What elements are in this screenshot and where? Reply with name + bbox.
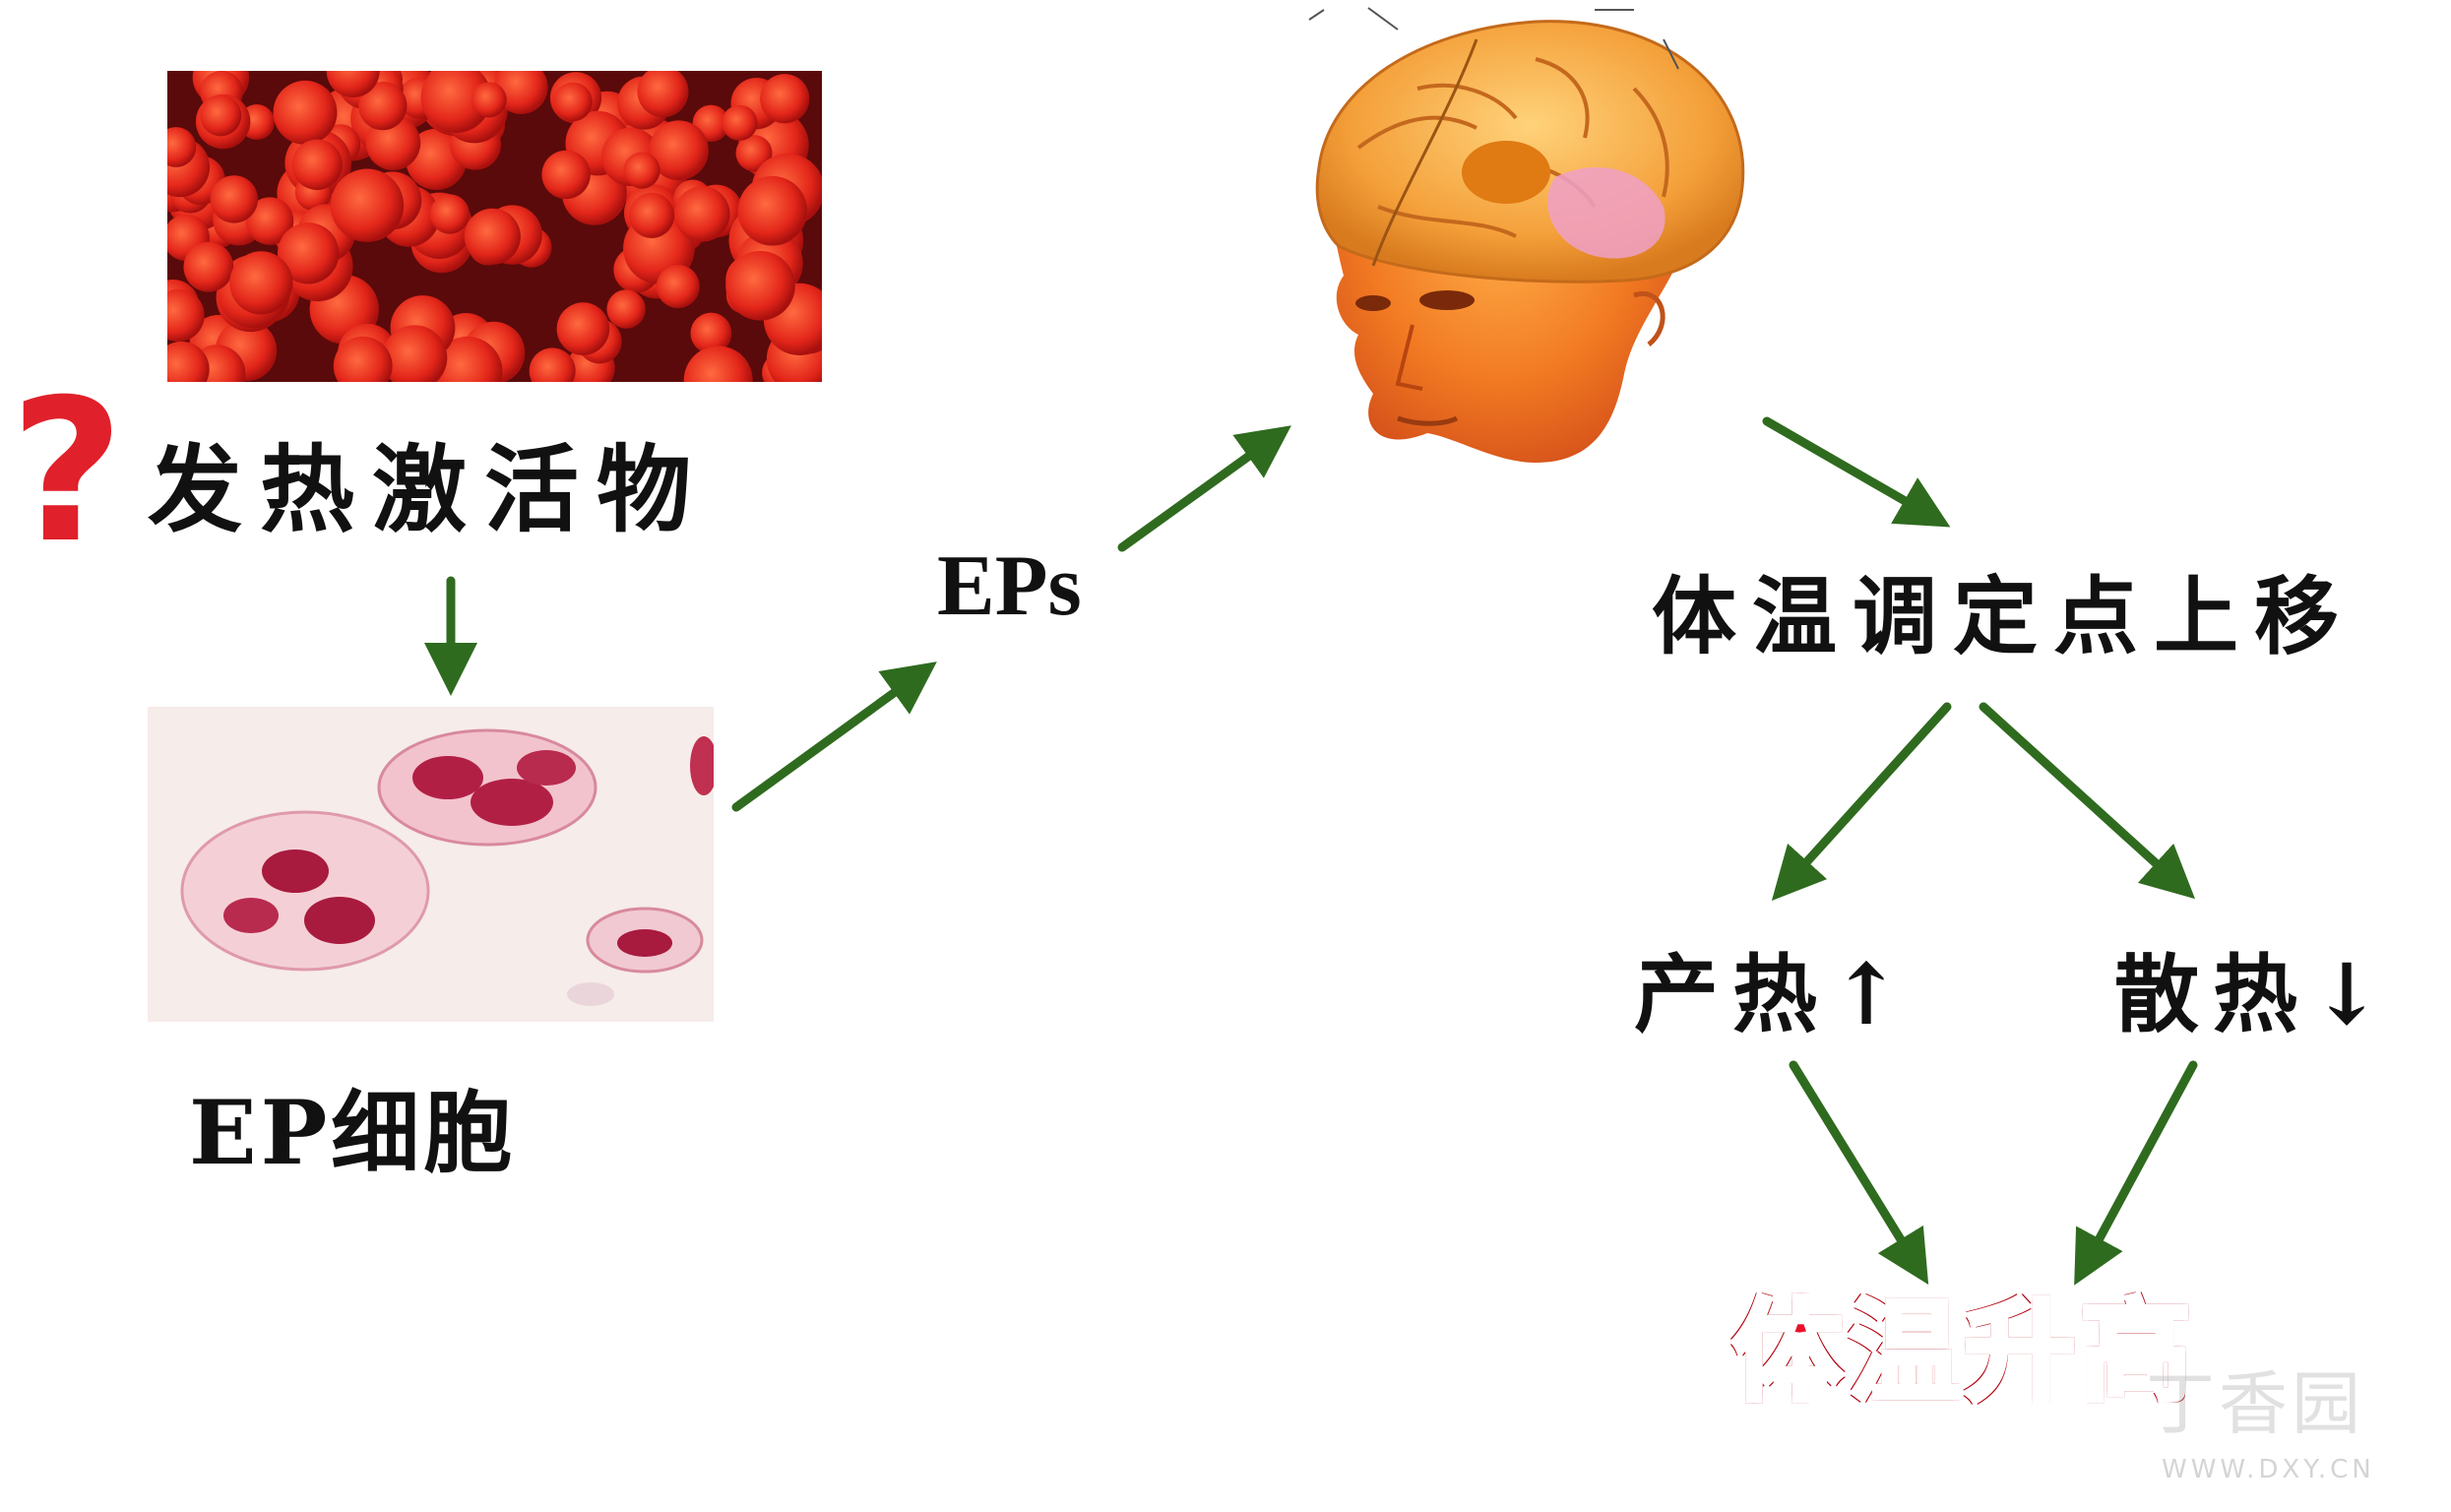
blood-cells-image	[167, 71, 822, 382]
blood-cell	[167, 127, 197, 167]
blood-cell	[637, 71, 689, 118]
blood-cell	[432, 336, 503, 382]
heat-loss-label: 散热↓	[2114, 945, 2397, 1044]
question-mark-icon: ?	[10, 357, 125, 587]
blood-cell	[330, 168, 405, 242]
blood-cell	[471, 82, 507, 118]
blood-cell	[420, 71, 492, 133]
blood-cell	[541, 150, 591, 200]
watermark-url: WWW.DXY.CN	[2162, 1455, 2375, 1484]
arrows	[424, 416, 2198, 1286]
blood-cell	[291, 139, 343, 190]
blood-cell	[735, 135, 773, 172]
blood-cell	[326, 71, 380, 97]
arrow-heatloss-to-result	[2074, 1060, 2198, 1286]
blood-cell	[167, 288, 205, 342]
blood-cell	[382, 325, 448, 382]
blood-cell	[623, 152, 660, 189]
blood-cell	[167, 341, 210, 382]
heat-production-label: 产热↑	[1634, 945, 1917, 1044]
blood-cell	[683, 346, 753, 382]
blood-cell	[690, 312, 732, 354]
brain-image	[1308, 7, 1745, 463]
blood-cell	[183, 241, 234, 292]
blood-cell	[494, 71, 548, 114]
arrow-setpoint-to-heatloss	[1979, 702, 2195, 900]
blood-cell	[674, 186, 730, 242]
blood-cell	[358, 82, 408, 131]
blood-cell	[737, 175, 808, 246]
blood-cell	[606, 289, 646, 329]
blood-cell	[464, 208, 521, 265]
blood-cell	[656, 265, 700, 308]
blood-cell	[649, 120, 709, 180]
arrow-setpoint-to-heatprod	[1771, 702, 1952, 902]
watermark-brand: 丁香园	[2146, 1363, 2364, 1444]
arrow-eps-to-brain	[1117, 425, 1291, 552]
blood-cell	[529, 347, 576, 382]
blood-cell	[210, 175, 258, 223]
blood-cell	[273, 80, 338, 145]
arrow-brain-to-setpoint	[1762, 416, 1951, 528]
blood-cell	[429, 194, 470, 234]
result-label: 体温升高	[1729, 1289, 2197, 1417]
blood-cell	[200, 94, 242, 137]
blood-cell	[760, 74, 810, 124]
blood-cell	[725, 250, 795, 321]
blood-cell	[278, 222, 340, 284]
arrow-heatprod-to-result	[1789, 1060, 1929, 1285]
activator-label: 发热激活物	[148, 434, 709, 545]
eps-label: EPs	[937, 538, 1082, 634]
blood-cell	[722, 104, 758, 141]
set-point-label: 体温调定点上移	[1652, 567, 2355, 666]
blood-cell	[229, 251, 293, 315]
ep-cells-image	[148, 707, 714, 1022]
arrow-epcell-to-eps	[731, 662, 937, 812]
blood-cell	[553, 82, 593, 122]
blood-cell	[629, 192, 675, 238]
ep-cell-label: EP细胞	[189, 1081, 517, 1185]
blood-cell	[556, 302, 610, 355]
blood-cell	[245, 197, 294, 245]
blood-cell	[333, 336, 393, 382]
